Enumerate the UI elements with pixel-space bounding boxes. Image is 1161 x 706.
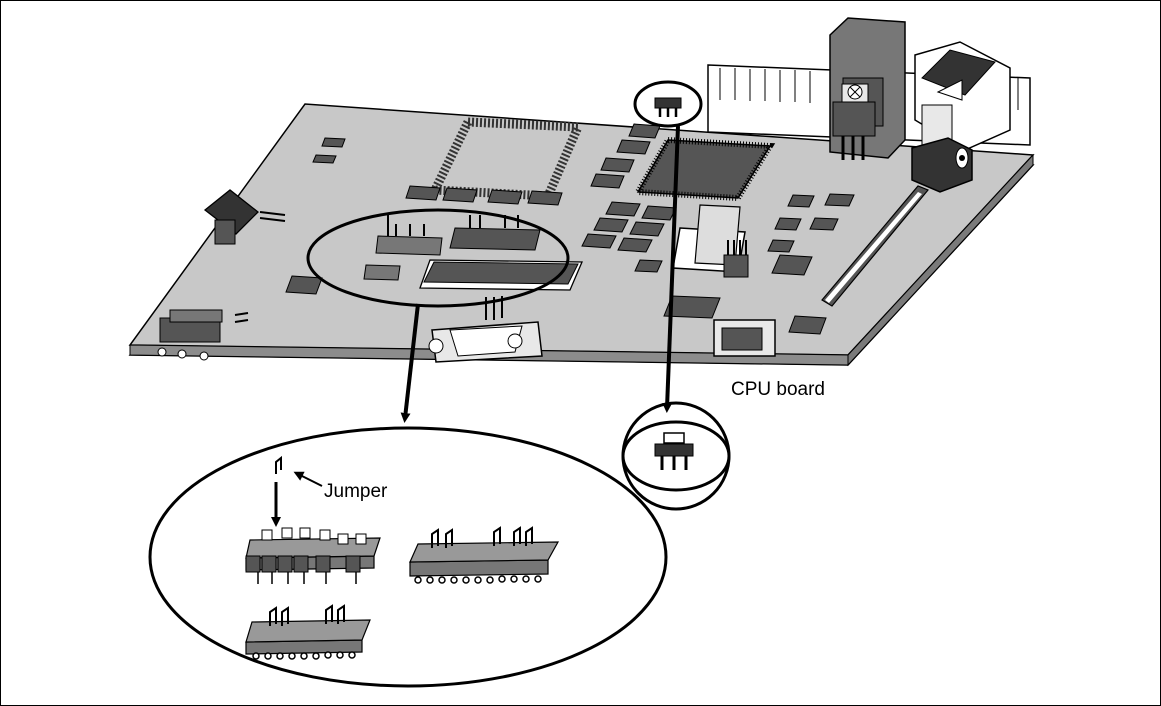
jumper-pointer-arrow	[293, 471, 323, 487]
power-jack	[911, 137, 973, 193]
board-jumper	[654, 97, 682, 117]
arrow-to-jumper-zoom	[662, 125, 680, 413]
power-switch	[914, 41, 1011, 151]
socket-zoom-ellipse	[148, 426, 668, 688]
surface-chips	[285, 123, 855, 335]
arrow-to-socket-zoom	[400, 303, 420, 423]
front-leds	[157, 309, 249, 361]
board-socket-highlight	[306, 208, 570, 308]
pin-header-cluster	[672, 204, 749, 278]
board-jumper-highlight	[633, 80, 703, 128]
zoomed-socket-left	[245, 527, 381, 584]
edge-connector	[821, 185, 929, 307]
board-socket-group	[363, 215, 583, 291]
zoomed-socket-right	[409, 526, 560, 584]
board-bracket	[203, 189, 286, 245]
cpu-board-label: CPU board	[731, 379, 825, 400]
loose-jumper	[275, 455, 282, 474]
jumper-label: Jumper	[324, 481, 388, 502]
zoomed-socket-bottom	[245, 604, 371, 660]
zoomed-jumper	[654, 432, 694, 470]
voltage-regulator	[829, 17, 906, 160]
ethernet-port	[713, 319, 776, 357]
qfp-chip	[632, 136, 776, 202]
